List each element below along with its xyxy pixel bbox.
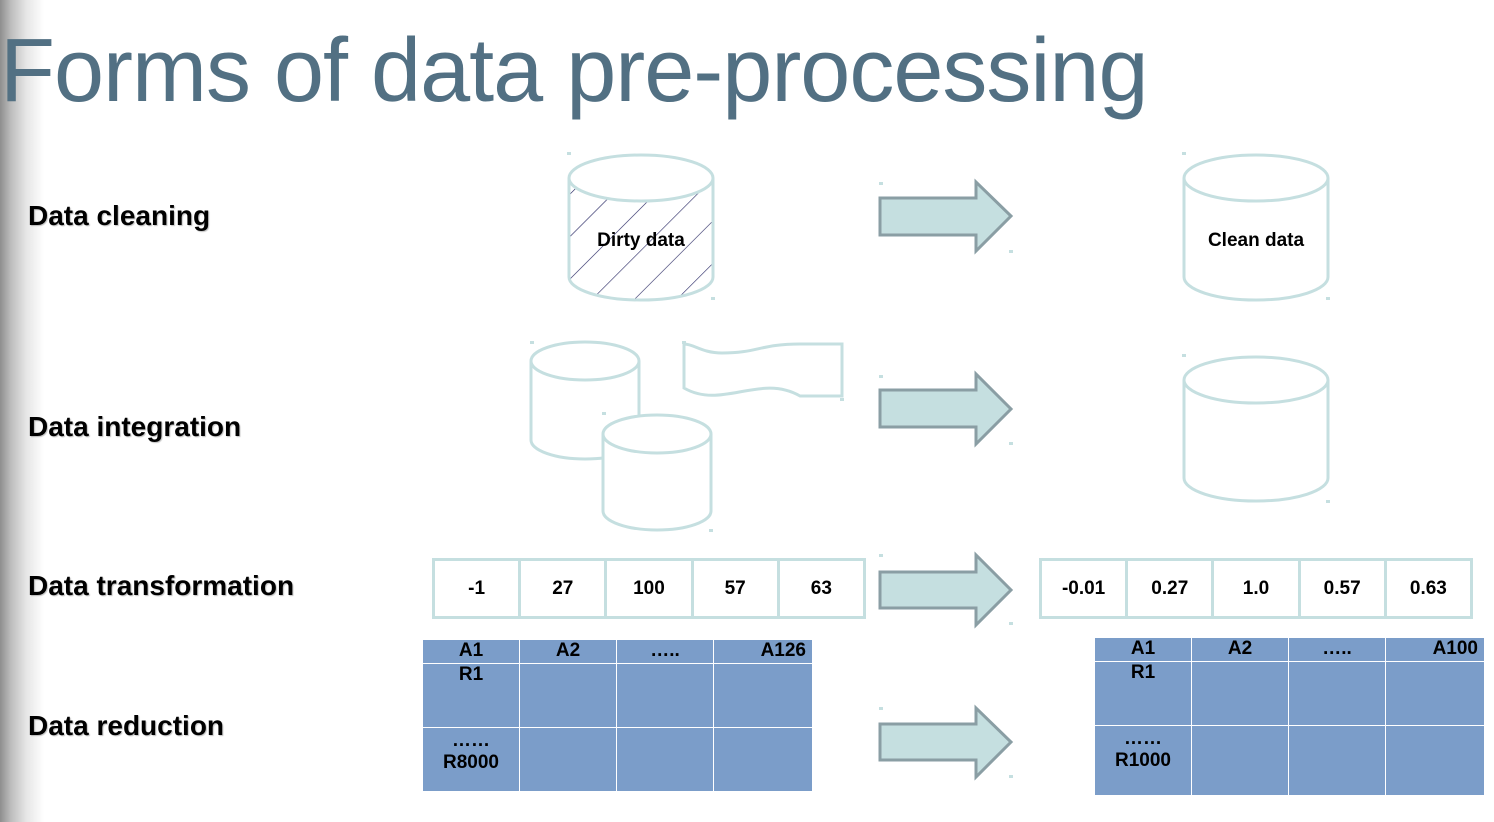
table-row-label: …… R1000: [1094, 725, 1192, 796]
table-row-label: R1: [422, 663, 520, 728]
arrow-integration: [878, 370, 1014, 448]
normalized-value-vector: -0.01 0.27 1.0 0.57 0.63: [1038, 558, 1474, 619]
source-value-cell: 27: [518, 558, 608, 619]
source-value-cell: 100: [604, 558, 694, 619]
table-cell: [616, 727, 714, 792]
reduced-data-table: A1 A2 ….. A100 R1 …… R1000: [1094, 637, 1485, 796]
normalized-value-cell: 0.57: [1297, 558, 1387, 619]
table-cell: [1385, 661, 1485, 726]
label-data-reduction: Data reduction: [28, 710, 225, 741]
slide-edge-shadow: [0, 0, 44, 822]
row-ellipsis: ……: [1124, 728, 1162, 749]
table-row-label: R1: [1094, 661, 1192, 726]
flat-file-icon: [682, 342, 844, 398]
table-cell: [713, 663, 813, 728]
table-cell: [519, 663, 617, 728]
slide-title: Forms of data pre-processing: [0, 21, 1148, 121]
dirty-data-label: Dirty data: [597, 230, 685, 251]
label-data-cleaning: Data cleaning: [28, 200, 211, 231]
table-header-cell: A2: [1191, 637, 1289, 662]
label-data-integration: Data integration: [28, 411, 242, 442]
arrow-transformation: [878, 551, 1014, 629]
arrow-cleaning: [878, 178, 1014, 255]
table-row-label: …… R8000: [422, 727, 520, 792]
selection-handles: [530, 152, 1330, 778]
dirty-data-cylinder: [567, 153, 715, 302]
table-header-cell: …..: [1288, 637, 1386, 662]
source-value-cell: 63: [776, 558, 867, 619]
source-value-cell: 57: [690, 558, 780, 619]
row-last-label: R8000: [443, 751, 499, 773]
table-cell: [1385, 725, 1485, 796]
normalized-value-cell: -0.01: [1038, 558, 1129, 619]
source-data-table: A1 A2 ….. A126 R1 …… R8000: [422, 639, 813, 792]
table-cell: [616, 663, 714, 728]
arrow-reduction: [878, 704, 1014, 781]
table-cell: [1191, 725, 1289, 796]
table-cell: [713, 727, 813, 792]
normalized-value-cell: 0.27: [1125, 558, 1215, 619]
source-value-vector: -1 27 100 57 63: [431, 558, 867, 619]
normalized-value-cell: 1.0: [1211, 558, 1301, 619]
table-header-cell: …..: [616, 639, 714, 664]
source-cylinder-b: [601, 413, 713, 532]
row-last-label: R1000: [1115, 749, 1171, 771]
integrated-data-cylinder: [1182, 355, 1330, 503]
table-cell: [1191, 661, 1289, 726]
label-data-transformation: Data transformation: [28, 570, 295, 601]
row-ellipsis: ……: [452, 730, 490, 751]
table-header-cell: A1: [422, 639, 520, 664]
table-header-cell: A1: [1094, 637, 1192, 662]
table-header-cell: A126: [713, 639, 813, 664]
table-cell: [1288, 725, 1386, 796]
source-value-cell: -1: [431, 558, 522, 619]
table-header-cell: A2: [519, 639, 617, 664]
clean-data-cylinder: [1182, 153, 1330, 302]
table-cell: [519, 727, 617, 792]
normalized-value-cell: 0.63: [1383, 558, 1474, 619]
table-header-cell: A100: [1385, 637, 1485, 662]
clean-data-label: Clean data: [1207, 230, 1305, 251]
table-cell: [1288, 661, 1386, 726]
